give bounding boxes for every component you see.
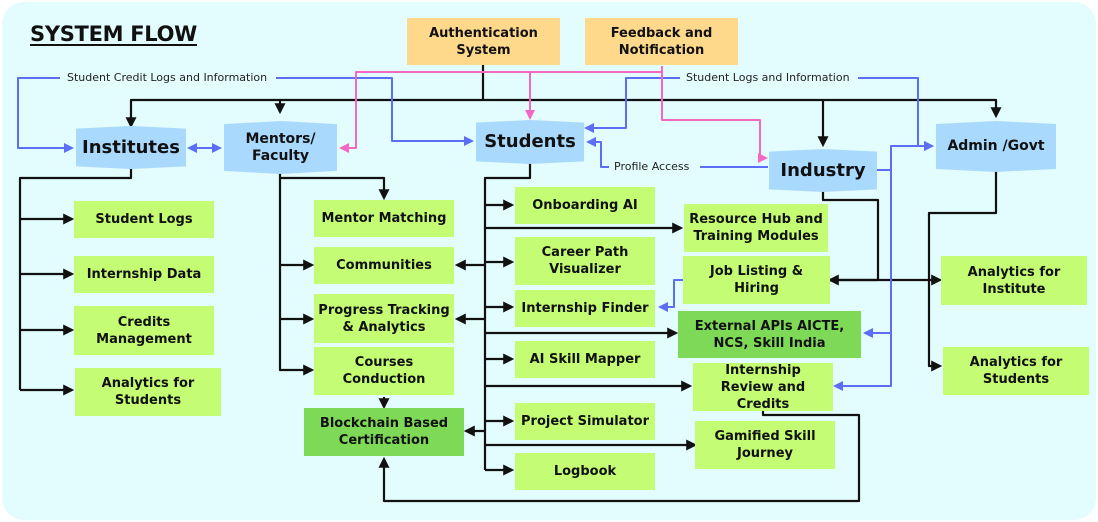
flow-credit-logs-left <box>17 77 74 153</box>
feature-gamified-skill-journey[interactable]: Gamified Skill Journey <box>695 421 835 469</box>
flow-admin-to-review <box>833 333 892 391</box>
flow-students-down <box>483 163 532 470</box>
flow-mentors-bus <box>278 173 315 376</box>
feature-progress-tracking[interactable]: Progress Tracking & Analytics <box>314 294 454 343</box>
flow-student-logs-right <box>858 77 934 151</box>
flow-institutes-bus <box>18 166 133 390</box>
feature-student-logs[interactable]: Student Logs <box>74 201 214 238</box>
feature-project-simulator[interactable]: Project Simulator <box>515 403 655 440</box>
flow-review-to-blockchain <box>378 410 861 503</box>
feature-admin-analytics-for-students[interactable]: Analytics for Students <box>943 347 1089 395</box>
feature-mentor-matching[interactable]: Mentor Matching <box>314 200 454 237</box>
page-title: SYSTEM FLOW <box>30 22 198 46</box>
edge-label-student-logs: Student Logs and Information <box>681 71 855 85</box>
feature-credits-management[interactable]: Credits Management <box>74 306 214 355</box>
admin-govt-node[interactable]: Admin /Govt <box>936 121 1056 172</box>
flow-profile-access <box>588 142 768 168</box>
feature-analytics-for-institute[interactable]: Analytics for Institute <box>941 256 1087 305</box>
feature-job-listing[interactable]: Job Listing & Hiring <box>683 256 830 304</box>
institutes-node[interactable]: Institutes <box>76 126 186 169</box>
feature-internship-finder[interactable]: Internship Finder <box>515 290 655 327</box>
feature-ai-skill-mapper[interactable]: AI Skill Mapper <box>515 341 655 378</box>
feature-career-path-visualizer[interactable]: Career Path Visualizer <box>515 237 655 285</box>
flow-industry-down <box>821 190 880 286</box>
flow-feedback-to-mentors <box>339 71 662 153</box>
flow-admin-down <box>927 168 998 372</box>
feature-external-apis[interactable]: External APIs AICTE, NCS, Skill India <box>678 311 861 358</box>
mentors-faculty-node[interactable]: Mentors/ Faculty <box>224 121 337 174</box>
feature-internship-data[interactable]: Internship Data <box>74 256 214 293</box>
edge-label-profile-access: Profile Access <box>609 160 695 174</box>
edge-label-student-credit-logs: Student Credit Logs and Information <box>62 71 273 85</box>
flow-auth-bus-right <box>483 98 1002 119</box>
feature-internship-review[interactable]: Internship Review and Credits <box>693 363 833 412</box>
feature-onboarding-ai[interactable]: Onboarding AI <box>515 187 655 224</box>
feedback-notification-node[interactable]: Feedback and Notification <box>585 18 738 65</box>
flow-auth-to-institutes <box>125 98 483 129</box>
flow-credit-logs-right <box>276 77 474 146</box>
flow-industry-admin <box>876 141 934 171</box>
industry-node[interactable]: Industry <box>769 149 877 192</box>
feature-courses-conduction[interactable]: Courses Conduction <box>314 347 454 395</box>
flow-student-logs-left <box>584 77 680 133</box>
students-node[interactable]: Students <box>476 120 584 164</box>
flow-feedback-to-industry <box>661 66 768 163</box>
authentication-system-node[interactable]: Authentication System <box>407 18 560 65</box>
feature-communities[interactable]: Communities <box>314 247 454 284</box>
feature-resource-hub[interactable]: Resource Hub and Training Modules <box>684 204 828 252</box>
feature-institute-analytics-for-students[interactable]: Analytics for Students <box>75 368 221 416</box>
flow-mentors-top <box>280 176 390 201</box>
flow-jobs-to-finder <box>658 279 683 312</box>
feature-logbook[interactable]: Logbook <box>515 453 655 490</box>
feature-blockchain-certification[interactable]: Blockchain Based Certification <box>304 408 464 456</box>
